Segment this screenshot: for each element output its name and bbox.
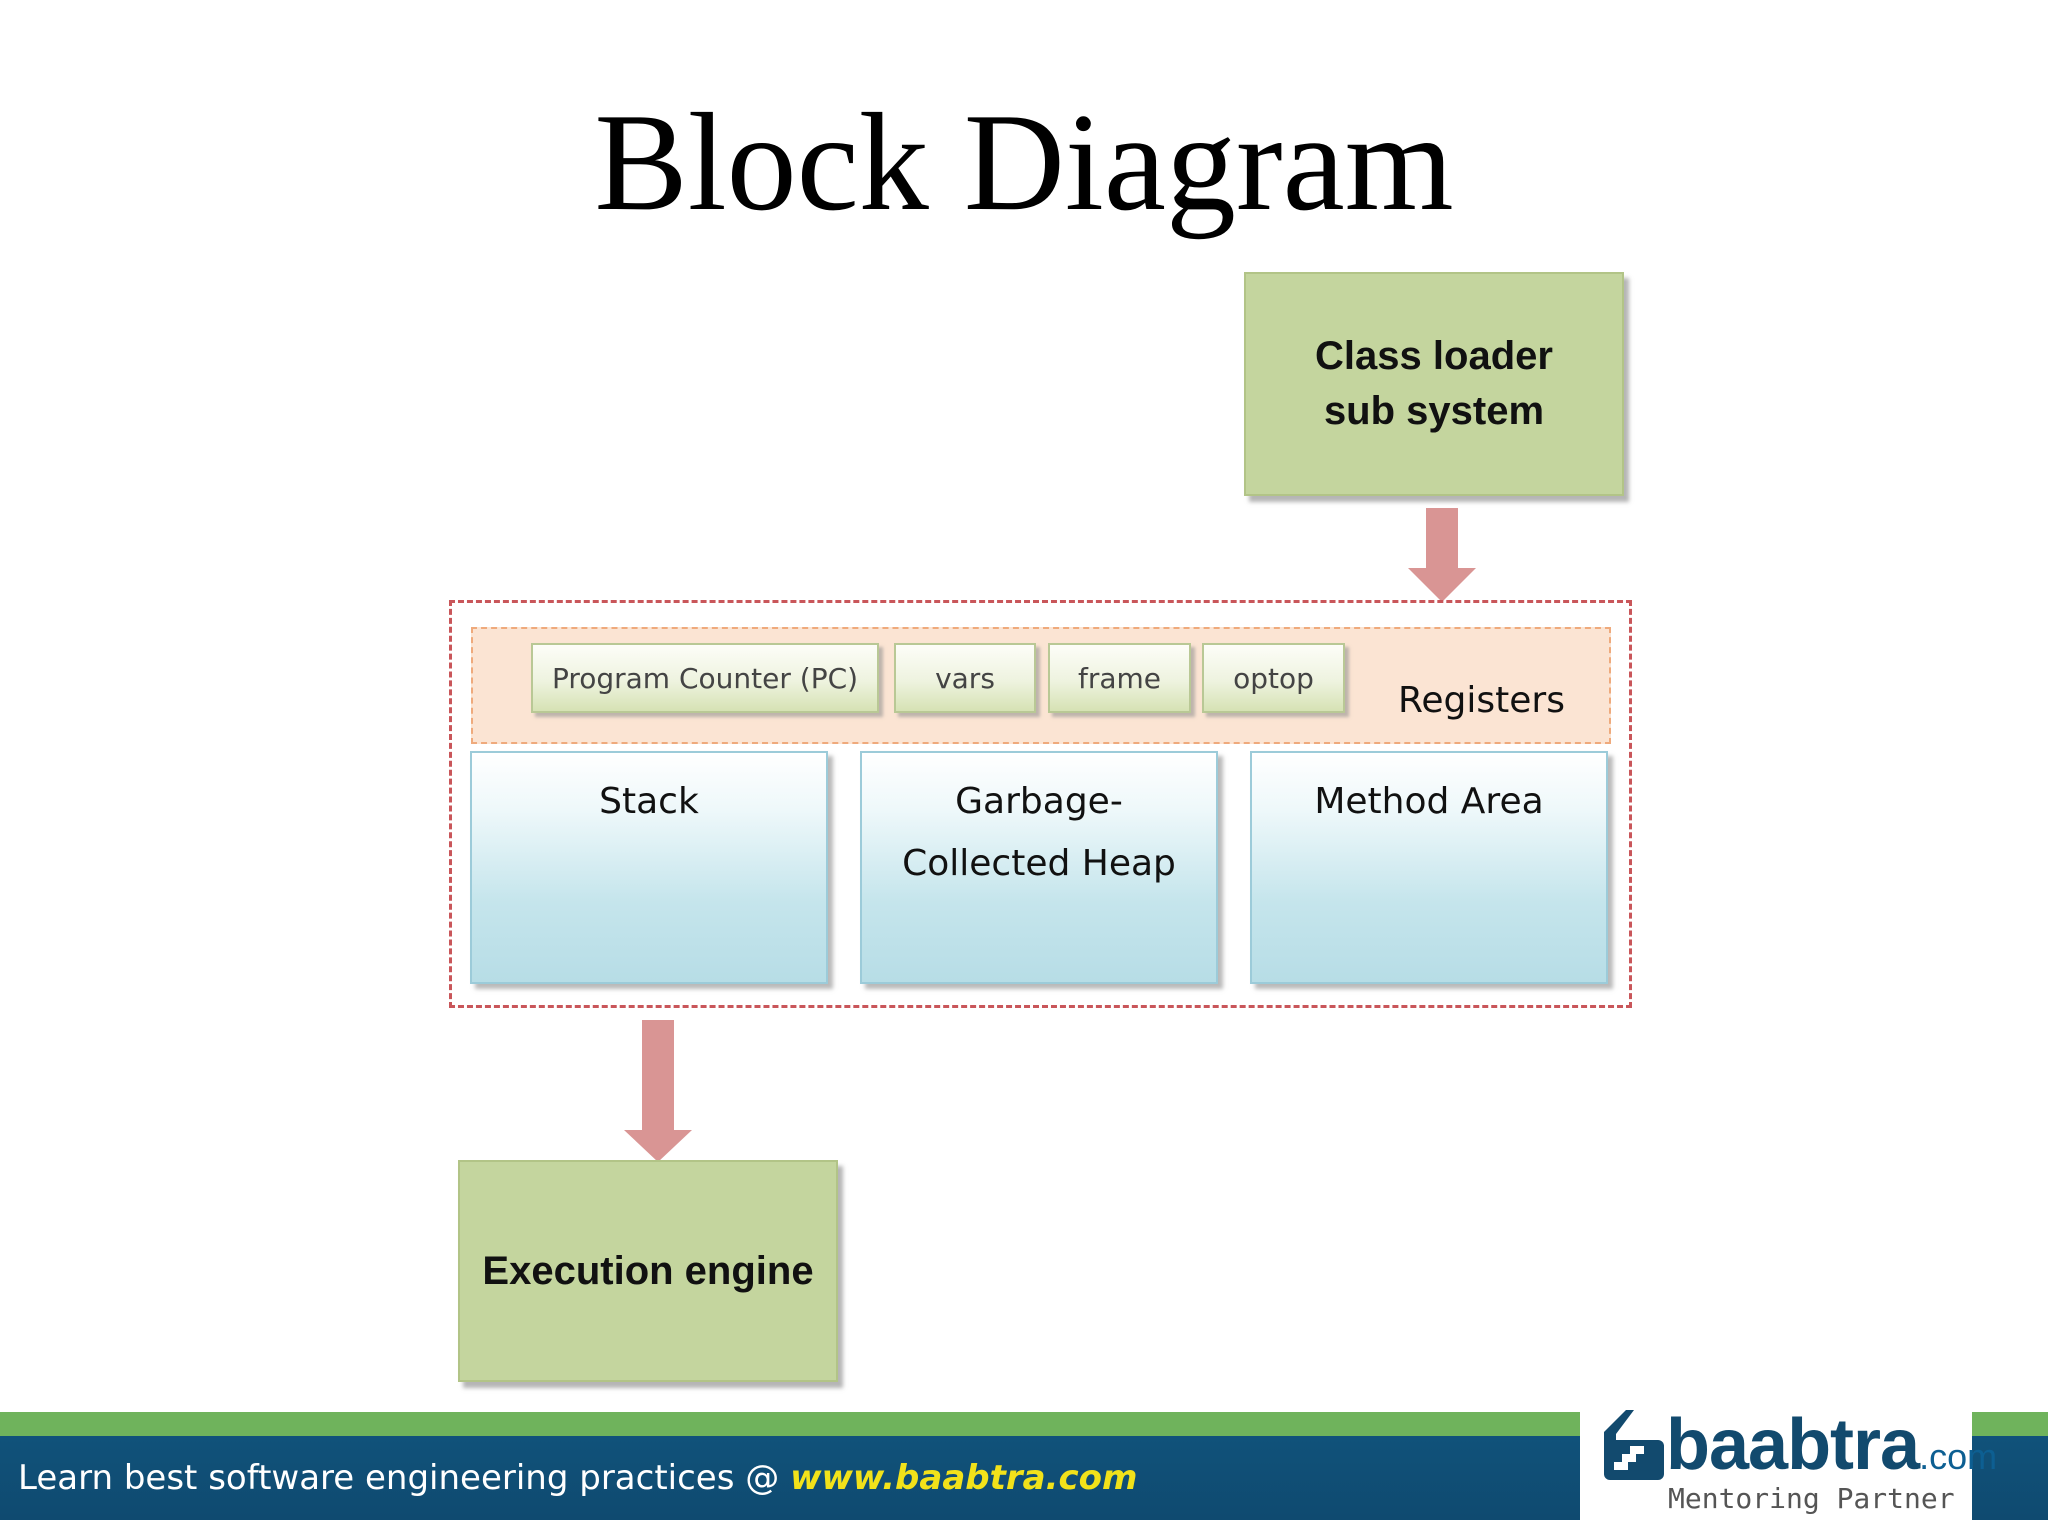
footer-text: Learn best software engineering practice… (18, 1458, 791, 1498)
method-area-label: Method Area (1314, 781, 1544, 822)
arrow-down-icon (1408, 508, 1476, 602)
logo-wordmark: baabtra.com (1666, 1404, 1997, 1486)
registers-label: Registers (1398, 680, 1565, 721)
logo-tagline: Mentoring Partner (1668, 1482, 1955, 1515)
register-vars: vars (894, 643, 1036, 713)
runtime-data-area (449, 600, 1632, 1008)
register-frame: frame (1048, 643, 1191, 713)
logo-suffix: .com (1919, 1436, 1998, 1477)
class-loader-label: Class loader sub system (1315, 334, 1553, 433)
footer-tagline: Learn best software engineering practice… (18, 1458, 1137, 1498)
heap-label: Garbage-Collected Heap (902, 781, 1176, 884)
execution-engine-block: Execution engine (458, 1160, 838, 1382)
execution-engine-label: Execution engine (482, 1248, 814, 1293)
class-loader-block: Class loader sub system (1244, 272, 1624, 496)
stack-label: Stack (599, 781, 699, 822)
register-program-counter: Program Counter (PC) (531, 643, 879, 713)
logo-name: baabtra (1666, 1405, 1920, 1485)
register-optop: optop (1202, 643, 1345, 713)
stair-step-logo-icon (1604, 1410, 1664, 1480)
slide-title: Block Diagram (594, 85, 1454, 240)
arrow-down-icon (624, 1020, 692, 1162)
heap-block: Garbage-Collected Heap (860, 751, 1218, 984)
method-area-block: Method Area (1250, 751, 1608, 984)
footer-link[interactable]: www.baabtra.com (790, 1458, 1138, 1498)
stack-block: Stack (470, 751, 828, 984)
